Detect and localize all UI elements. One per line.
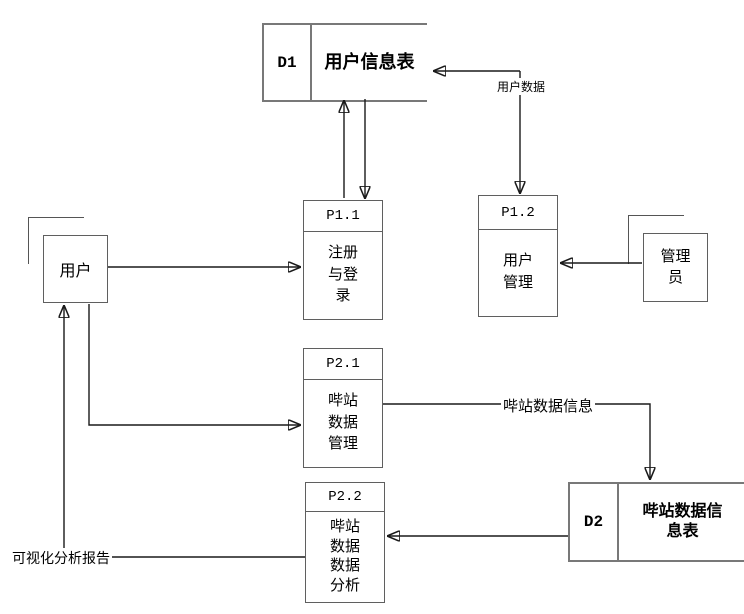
process-p2-1-id: P2.1 [304, 349, 382, 380]
flow-label-site-data-info: 哔站数据信息 [501, 395, 596, 416]
process-p2-2-id: P2.2 [306, 483, 384, 512]
process-p2-2-label: 哔站 数据 数据 分析 [329, 519, 360, 594]
datastore-d1-id: D1 [264, 25, 312, 100]
datastore-d2-label: 哔站数据信 息表 [642, 503, 723, 540]
entity-user: 用户 [43, 235, 108, 303]
process-p1-1-label: 注册 与登 录 [327, 244, 358, 305]
process-p2-1: P2.1 哔站 数据 管理 [303, 348, 383, 468]
process-p1-2-label: 用户 管理 [502, 253, 533, 291]
flow-p22-to-user-arrow [64, 306, 305, 558]
flow-user-to-p21-arrow [88, 304, 300, 425]
process-p1-2-id: P1.2 [479, 196, 557, 230]
process-p2-1-label: 哔站 数据 管理 [327, 392, 358, 453]
flow-label-user-data: 用户数据 [495, 78, 548, 95]
datastore-d2-id: D2 [570, 484, 619, 560]
entity-admin: 管理 员 [643, 233, 708, 302]
datastore-d2: D2 哔站数据信 息表 [568, 482, 744, 562]
process-p1-2: P1.2 用户 管理 [478, 195, 558, 317]
process-p1-1: P1.1 注册 与登 录 [303, 200, 383, 320]
flow-label-visual-report: 可视化分析报告 [10, 548, 112, 568]
datastore-d1-label: 用户信息表 [324, 52, 415, 73]
process-p2-2: P2.2 哔站 数据 数据 分析 [305, 482, 385, 603]
admin-entity-corner-bracket [628, 215, 684, 264]
user-entity-corner-bracket [28, 217, 84, 264]
datastore-d1: D1 用户信息表 [262, 23, 427, 102]
process-p1-1-id: P1.1 [304, 201, 382, 232]
